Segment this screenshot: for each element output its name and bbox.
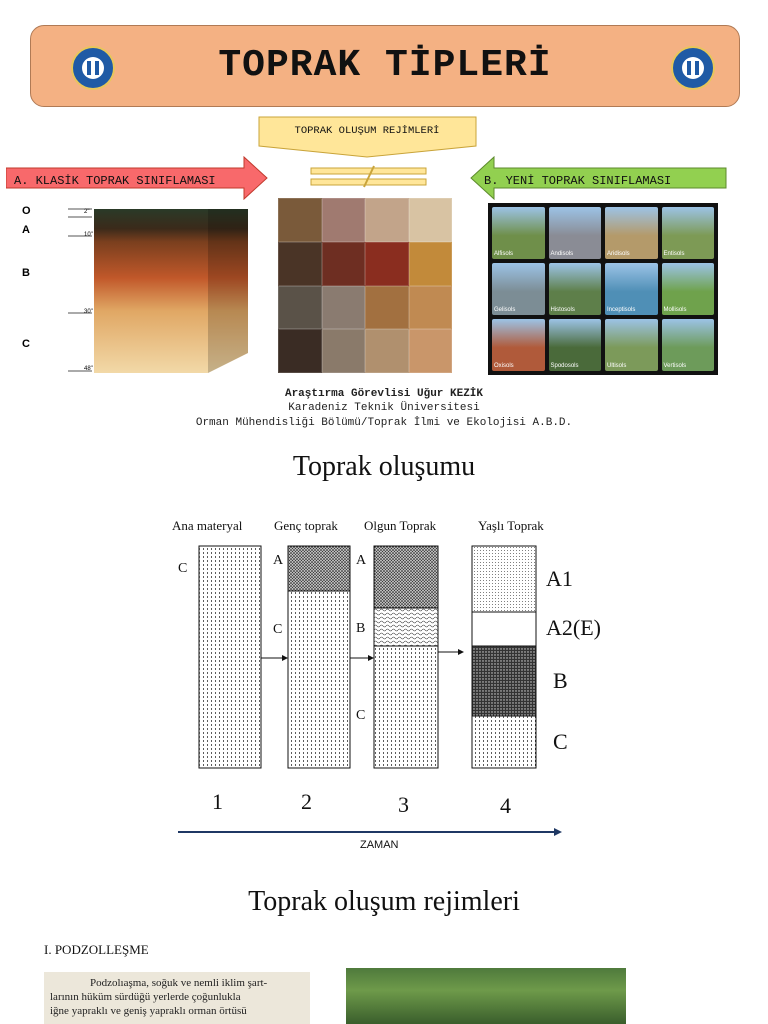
col2-letter-c: C <box>273 622 283 637</box>
col4-letter-a2e: A2(E) <box>546 615 601 640</box>
soil-swatch <box>321 285 365 330</box>
soil-profile-diagram <box>68 208 248 373</box>
soil-order-tile: Inceptisols <box>605 263 658 315</box>
col4-letter-c: C <box>553 729 568 754</box>
soil-order-label: Gelisols <box>494 307 516 313</box>
soil-swatch <box>365 329 409 373</box>
col4-letter-a1: A1 <box>546 566 573 591</box>
soil-order-tile: Gelisols <box>492 263 545 315</box>
forest-photo <box>346 968 626 1024</box>
soil-swatch <box>321 329 365 373</box>
depth-10: 10" <box>84 232 93 238</box>
col-number-4: 4 <box>500 793 511 818</box>
soil-swatch <box>365 285 409 330</box>
soil-swatch <box>408 198 452 242</box>
soil-order-label: Mollisols <box>663 307 687 313</box>
soil-swatch <box>321 241 365 286</box>
soil-order-tile: Andisols <box>548 207 601 259</box>
col-number-1: 1 <box>212 789 223 814</box>
credit-department: Orman Mühendisliği Bölümü/Toprak İlmi ve… <box>195 417 573 429</box>
soil-order-label: Ultisols <box>607 363 627 369</box>
horizon-a: A <box>22 224 30 236</box>
time-axis-arrow <box>178 828 562 836</box>
soil-swatch <box>321 198 365 242</box>
soil-swatch <box>278 198 322 242</box>
col-number-2: 2 <box>301 789 312 814</box>
soil-order-tile: Alfisols <box>492 207 545 259</box>
col2-letter-a: A <box>273 553 284 568</box>
soil-swatch <box>365 198 409 242</box>
soil-order-label: Alfisols <box>494 251 514 257</box>
podzol-text-line-1: Podzolıaşma, soğuk ve nemli iklim şart- <box>90 977 268 989</box>
soil-order-label: Entisols <box>663 251 685 257</box>
soil-swatch <box>365 241 409 286</box>
soil-swatch <box>408 285 452 330</box>
soil-order-label: Spodosols <box>550 363 579 369</box>
credit-name: Araştırma Görevlisi Uğur KEZİK <box>284 388 484 400</box>
horizon-o: O <box>22 205 31 217</box>
soil-swatch <box>408 241 452 286</box>
depth-30: 30" <box>84 309 93 315</box>
col-label-1: Ana materyal <box>172 518 243 533</box>
col-label-2: Genç toprak <box>274 518 338 533</box>
soil-order-label: Histosols <box>550 307 575 313</box>
soil-order-label: Vertisols <box>663 363 687 369</box>
col-number-3: 3 <box>398 792 409 817</box>
soil-order-tile: Histosols <box>548 263 601 315</box>
podzol-text-scan: Podzolıaşma, soğuk ve nemli iklim şart- … <box>44 972 310 1024</box>
col3-letter-b: B <box>356 621 366 636</box>
soil-color-grid <box>278 198 452 373</box>
soil-swatch <box>408 329 452 373</box>
soil-swatch <box>278 329 322 373</box>
soil-order-label: Inceptisols <box>607 307 636 313</box>
university-logo-right <box>671 46 715 90</box>
soil-order-tile: Mollisols <box>661 263 714 315</box>
regimes-heading: Toprak oluşum rejimleri <box>248 886 520 917</box>
col1-letter-c: C <box>178 561 188 576</box>
col3-letter-c: C <box>356 708 366 723</box>
formation-heading: Toprak oluşumu <box>292 451 476 482</box>
podzol-text-line-2: larının hüküm sürdüğü yerlerde çoğunlukl… <box>50 991 241 1003</box>
soil-order-label: Aridisols <box>607 251 630 257</box>
left-arrow-shape <box>6 156 268 200</box>
soil-order-tile: Aridisols <box>605 207 658 259</box>
time-axis-label: ZAMAN <box>360 839 399 851</box>
col-label-4: Yaşlı Toprak <box>478 518 544 533</box>
right-arrow-shape <box>470 156 727 200</box>
podzol-subheading: I. PODZOLLEŞME <box>44 942 149 957</box>
regime-label-shape <box>258 116 477 158</box>
soil-order-tile: Vertisols <box>661 319 714 371</box>
right-arrow-label: B. YENİ TOPRAK SINIFLAMASI <box>484 174 672 188</box>
horizon-c: C <box>22 338 30 350</box>
page-title: TOPRAK TİPLERİ <box>218 44 552 87</box>
horizon-b: B <box>22 267 30 279</box>
depth-48: 48" <box>84 366 93 372</box>
depth-2: 2" <box>84 209 90 215</box>
podzol-text-line-3: iğne yapraklı ve geniş yapraklı orman ör… <box>50 1005 247 1017</box>
col4-letter-b: B <box>553 668 568 693</box>
formation-diagram <box>198 545 537 769</box>
soil-order-tile: Spodosols <box>548 319 601 371</box>
not-equal-icon <box>310 165 427 188</box>
soil-swatch <box>278 285 322 330</box>
soil-order-label: Oxisols <box>494 363 514 369</box>
title-banner: TOPRAK TİPLERİ <box>30 25 740 107</box>
university-logo-left <box>71 46 115 90</box>
col3-letter-a: A <box>356 553 367 568</box>
regime-label: TOPRAK OLUŞUM REJİMLERİ <box>294 125 440 137</box>
soil-swatch <box>278 241 322 286</box>
soil-order-tile: Oxisols <box>492 319 545 371</box>
soil-order-tile: Ultisols <box>605 319 658 371</box>
credit-university: Karadeniz Teknik Üniversitesi <box>288 402 480 414</box>
left-arrow-label: A. KLASİK TOPRAK SINIFLAMASI <box>14 174 216 188</box>
col-label-3: Olgun Toprak <box>364 518 437 533</box>
soil-order-label: Andisols <box>550 251 574 257</box>
soil-order-tile: Entisols <box>661 207 714 259</box>
